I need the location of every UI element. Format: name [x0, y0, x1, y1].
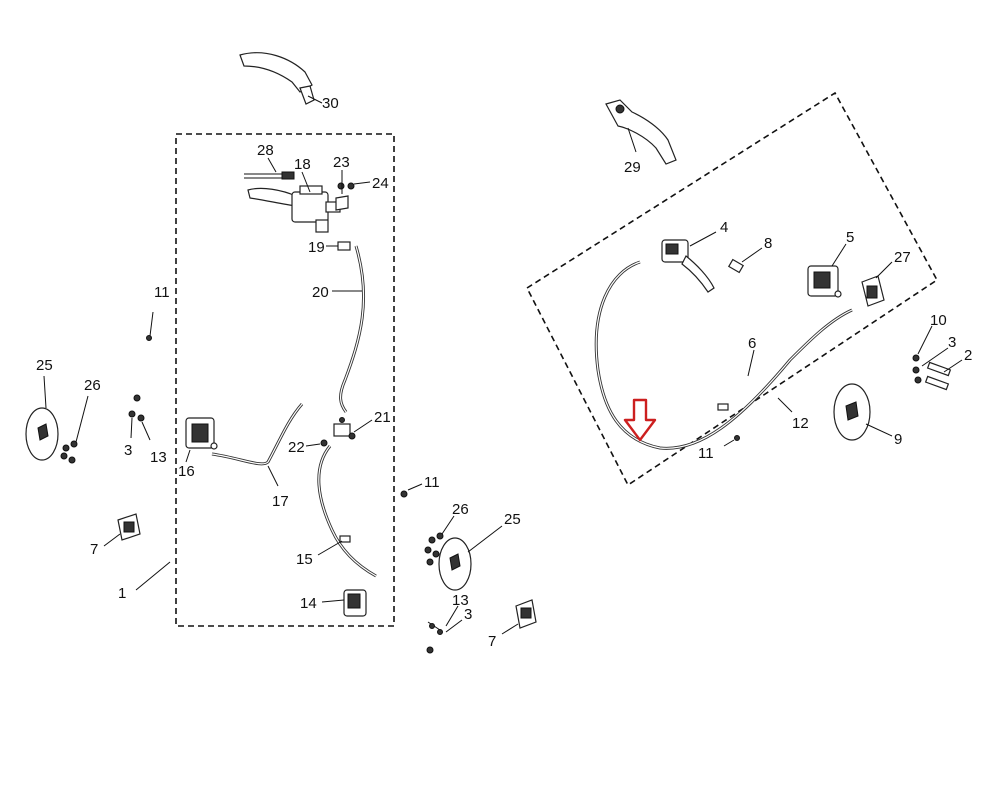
banjo-bolt-19: [337, 241, 351, 251]
bolt-11-left: [146, 311, 154, 341]
label-16: 16: [178, 463, 195, 480]
bolt-11-right: [734, 435, 740, 441]
brake-pad-27: [861, 275, 885, 307]
bolt-11-middle: [400, 490, 408, 498]
brake-lever-30: [239, 52, 315, 105]
bolts-26-left: [60, 440, 78, 464]
label-14: 14: [300, 595, 317, 612]
brake-disc-25-left: [25, 407, 59, 461]
label-3-left: 3: [124, 442, 132, 459]
label-29: 29: [624, 159, 641, 176]
label-20: 20: [312, 284, 329, 301]
label-15: 15: [296, 551, 313, 568]
label-26-middle: 26: [452, 501, 469, 518]
label-5: 5: [846, 229, 854, 246]
junction-21: [333, 417, 356, 440]
label-9: 9: [894, 431, 902, 448]
label-18: 18: [294, 156, 311, 173]
label-17: 17: [272, 493, 289, 510]
label-8: 8: [764, 235, 772, 252]
label-19: 19: [308, 239, 325, 256]
label-21: 21: [374, 409, 391, 426]
pins-13-3-middle: [426, 621, 443, 654]
brake-switch-28: [244, 171, 295, 180]
master-cylinder-18: [247, 185, 341, 233]
label-22: 22: [288, 439, 305, 456]
brake-disc-25-middle: [438, 537, 472, 591]
label-11-left: 11: [154, 284, 170, 301]
label-3-middle: 3: [464, 606, 472, 623]
label-6: 6: [748, 335, 756, 352]
label-28: 28: [257, 142, 274, 159]
label-25-left: 25: [36, 357, 53, 374]
label-27: 27: [894, 249, 911, 266]
brake-hose-15: [317, 445, 377, 578]
clip-8: [727, 258, 745, 274]
clamp-23: [335, 182, 349, 211]
brake-disc-9: [833, 383, 871, 441]
master-cylinder-4: [661, 239, 715, 293]
brake-pad-7-middle: [515, 599, 537, 629]
left-assembly-box: [175, 133, 395, 627]
label-13-middle: 13: [452, 592, 469, 609]
label-1: 1: [118, 585, 126, 602]
label-4: 4: [720, 219, 728, 236]
label-26-left: 26: [84, 377, 101, 394]
caliper-16: [185, 417, 218, 450]
pins-10-3-2-right: [912, 354, 952, 391]
label-30: 30: [322, 95, 339, 112]
label-12: 12: [792, 415, 809, 432]
label-10: 10: [930, 312, 947, 329]
bolt-22: [320, 439, 328, 447]
highlight-arrow: [623, 398, 657, 442]
label-24: 24: [372, 175, 389, 192]
caliper-14: [343, 589, 367, 617]
brake-pad-7-left: [117, 513, 141, 541]
label-7-middle: 7: [488, 633, 496, 650]
pins-3-13-left: [128, 394, 145, 422]
brake-lever-29: [605, 99, 677, 165]
label-23: 23: [333, 154, 350, 171]
bolt-24: [347, 182, 355, 190]
label-3-right: 3: [948, 334, 956, 351]
caliper-5: [807, 265, 842, 298]
label-13-left: 13: [150, 449, 167, 466]
label-2: 2: [964, 347, 972, 364]
label-7-left: 7: [90, 541, 98, 558]
right-assembly-box: [525, 91, 939, 487]
label-11-right: 11: [698, 445, 714, 462]
label-25-middle: 25: [504, 511, 521, 528]
label-11-middle: 11: [424, 474, 440, 491]
bolts-26-middle: [424, 532, 444, 566]
